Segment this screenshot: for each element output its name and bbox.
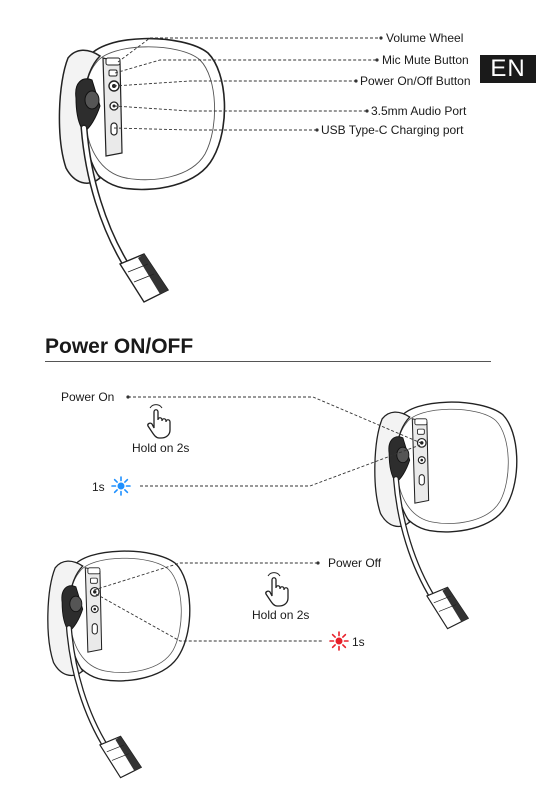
power-on-indicator-time: 1s xyxy=(92,480,105,494)
led-light-icon xyxy=(112,477,130,495)
label-audio-port: 3.5mm Audio Port xyxy=(371,104,466,118)
led-light-icon xyxy=(330,632,348,650)
label-usb-port: USB Type-C Charging port xyxy=(321,123,464,137)
label-mic-mute: Mic Mute Button xyxy=(382,53,469,67)
power-on-instruction: Hold on 2s xyxy=(132,441,189,455)
language-tab: EN xyxy=(480,55,536,83)
headset-main-diagram xyxy=(59,39,224,302)
section-title: Power ON/OFF xyxy=(45,335,193,359)
label-power-button: Power On/Off Button xyxy=(360,74,471,88)
label-volume-wheel: Volume Wheel xyxy=(386,31,463,45)
power-on-label: Power On xyxy=(61,390,114,404)
hand-press-icon xyxy=(266,573,288,606)
section-divider xyxy=(45,361,491,362)
power-off-indicator-time: 1s xyxy=(352,635,365,649)
power-off-label: Power Off xyxy=(328,556,381,570)
headset-power-on-diagram xyxy=(375,402,517,629)
power-off-instruction: Hold on 2s xyxy=(252,608,309,622)
headset-power-off-diagram xyxy=(48,551,190,778)
hand-press-icon xyxy=(148,405,170,438)
